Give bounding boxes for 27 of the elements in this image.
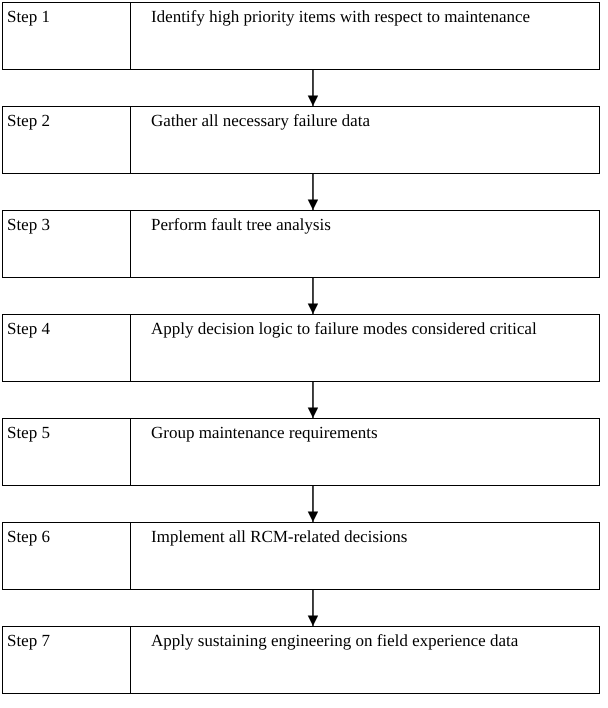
step-box [2, 314, 600, 382]
step-description: Perform fault tree analysis [151, 215, 332, 236]
step-number: Step 5 [7, 423, 50, 442]
step-description: Apply sustaining engineering on field experience data [151, 631, 520, 652]
arrow [308, 278, 318, 314]
step-number: Step 3 [7, 215, 50, 234]
step-description: Gather all necessary failure data [151, 111, 371, 132]
step-number: Step 6 [7, 527, 50, 546]
step-box [2, 418, 600, 486]
arrow [308, 590, 318, 626]
step-number: Step 4 [7, 319, 50, 338]
step-description: Apply decision logic to failure modes considered critical [151, 319, 538, 340]
arrow [308, 486, 318, 522]
step-box [2, 106, 600, 174]
step-description: Group maintenance requirements [151, 423, 379, 444]
step-box [2, 2, 600, 70]
arrow [308, 382, 318, 418]
step-box [2, 210, 600, 278]
step-description: Implement all RCM-related decisions [151, 527, 408, 548]
step-number: Step 7 [7, 631, 50, 650]
arrow [308, 70, 318, 106]
step-box [2, 522, 600, 590]
step-number: Step 1 [7, 7, 50, 26]
step-number: Step 2 [7, 111, 50, 130]
step-box [2, 626, 600, 694]
arrow [308, 174, 318, 210]
step-description: Identify high priority items with respect to maintenance [151, 7, 532, 28]
